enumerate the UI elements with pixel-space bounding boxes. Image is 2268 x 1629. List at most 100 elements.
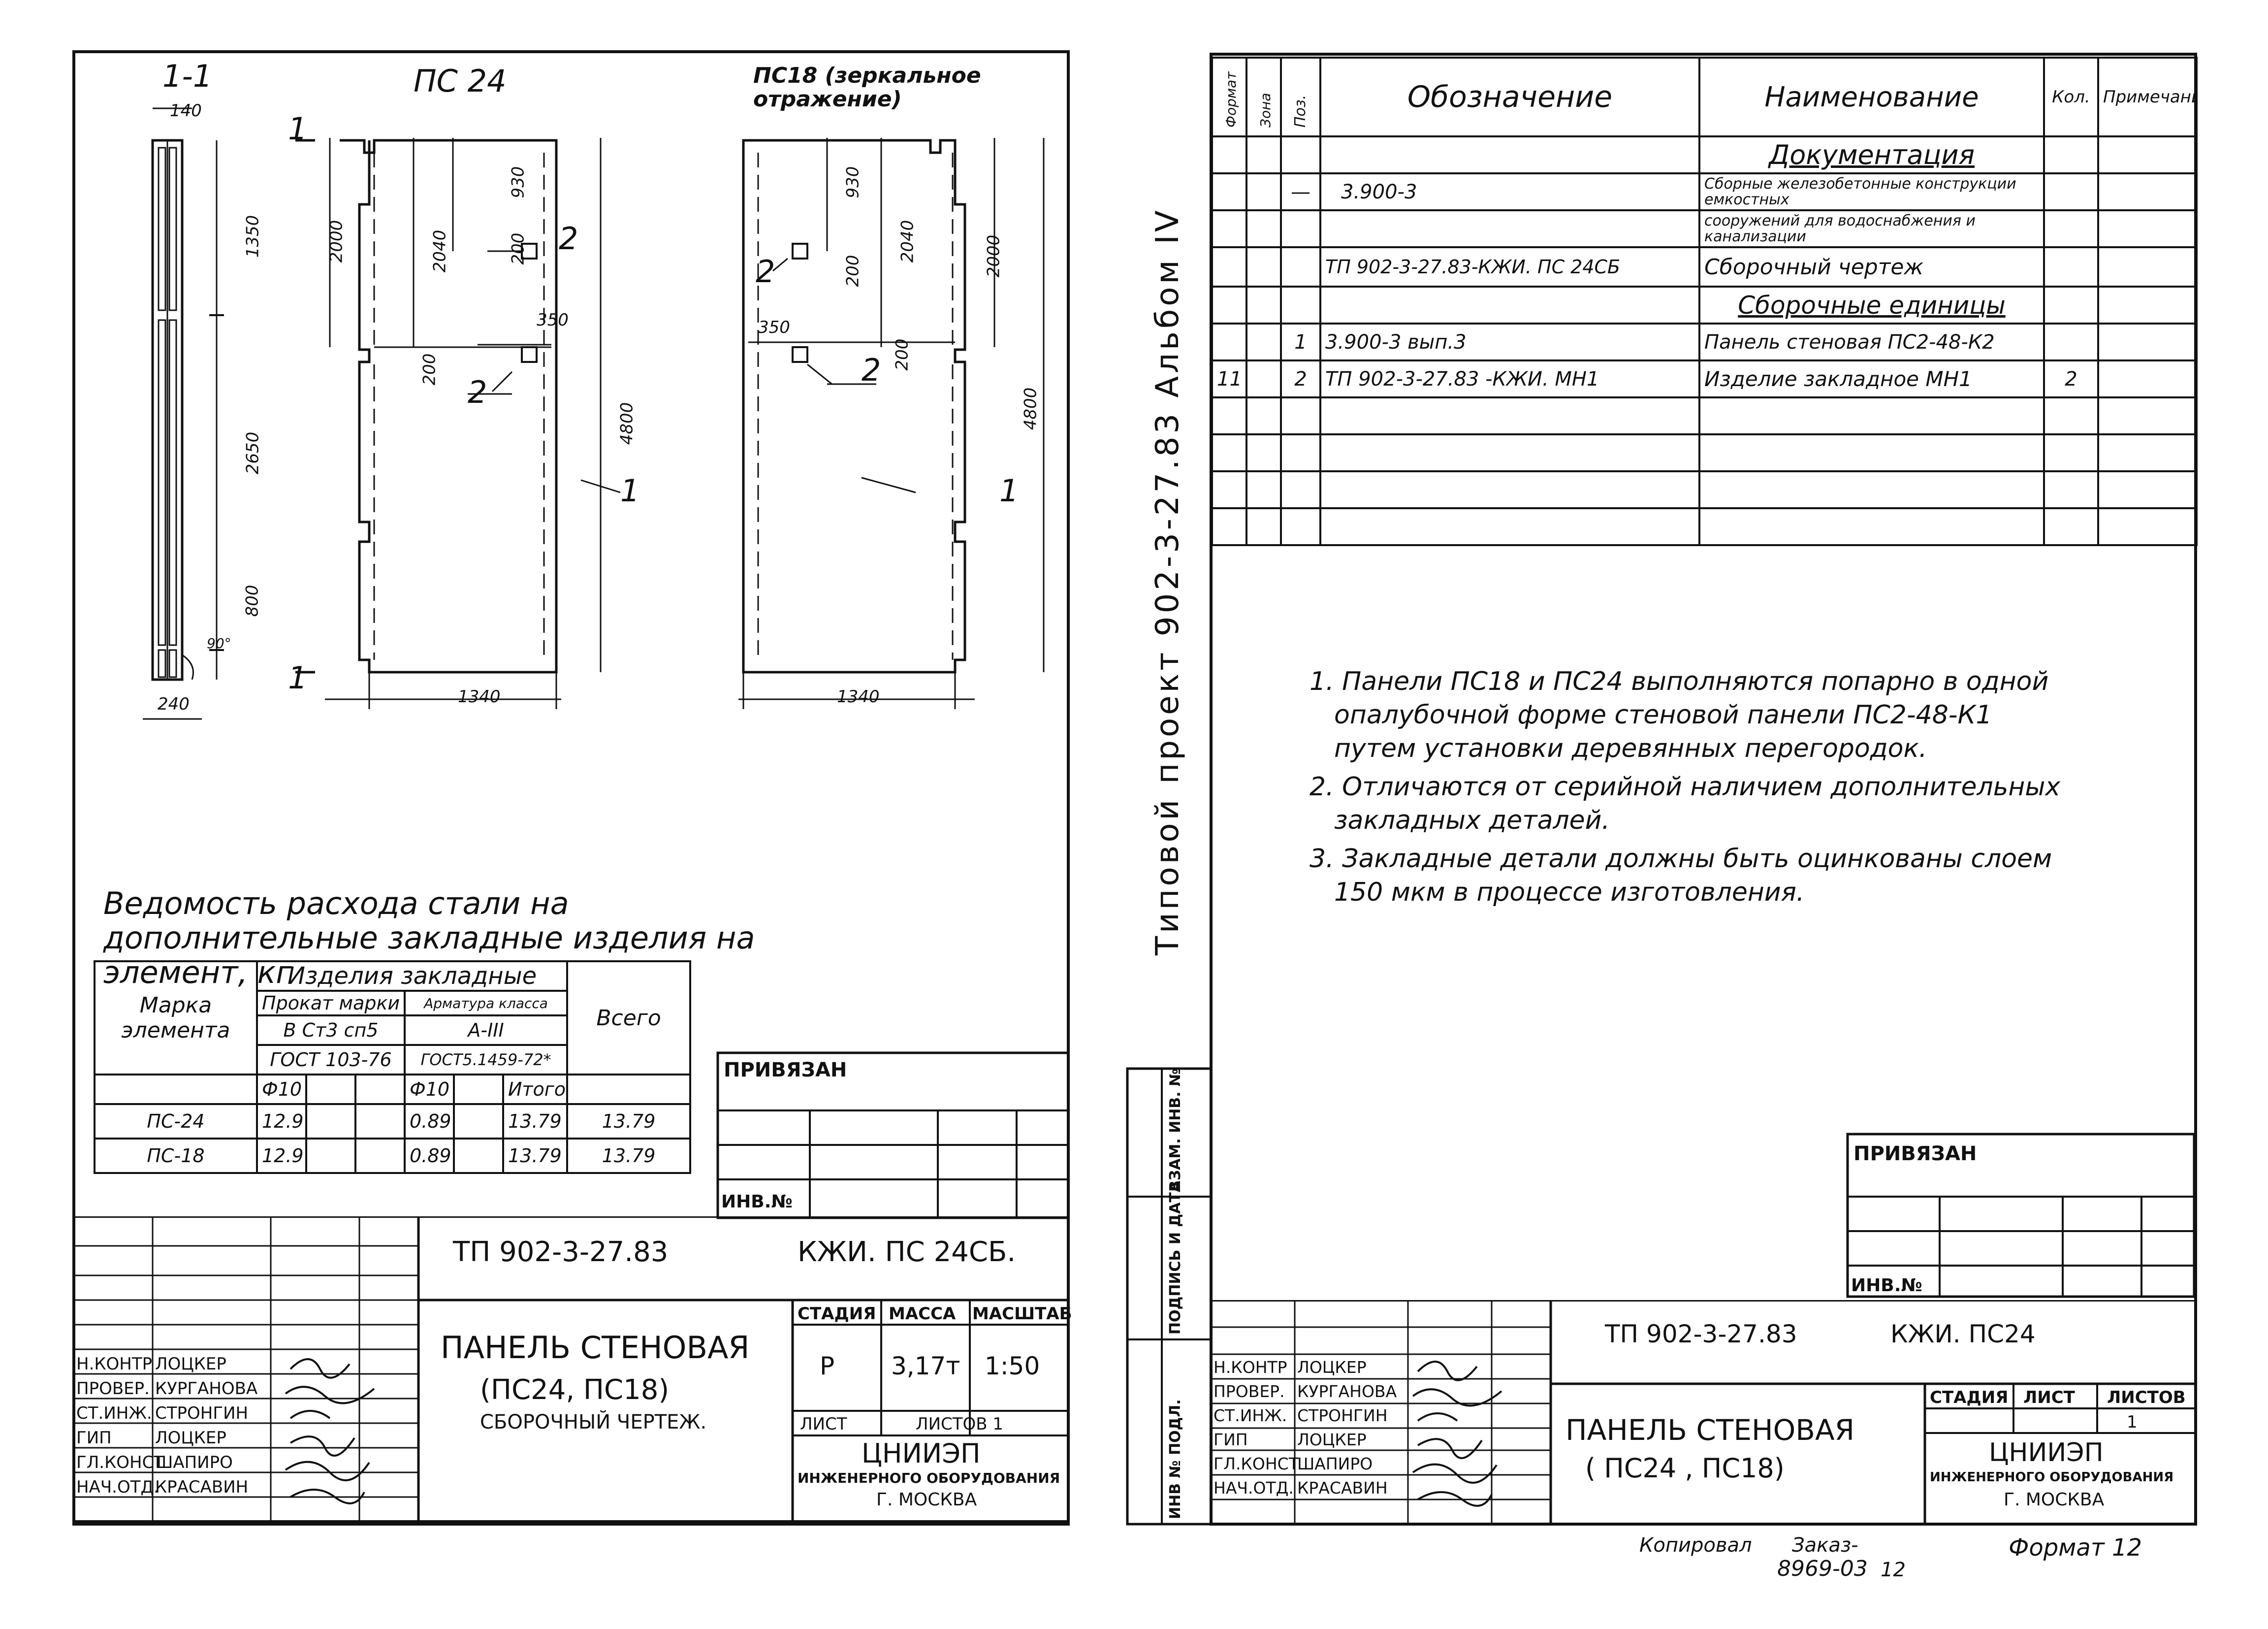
header-rolled: Прокат марки (256, 990, 406, 1016)
staff-role: Н.КОНТР (1214, 1358, 1287, 1377)
panel24-dim: 4800 (617, 402, 637, 445)
project-number: ТП 902-3-27.83 (1605, 1320, 1797, 1348)
panel24-dim: 350 (537, 310, 569, 330)
staff-row: НАЧ.ОТД.КРАСАВИН (1214, 1476, 1397, 1500)
marker: 1 (288, 660, 308, 696)
row-v1: 12.9 (256, 1138, 307, 1174)
table-row: 11 2 ТП 902-3-27.83 -КЖИ. МН1 Изделие за… (1211, 359, 2198, 398)
panel18-label: ПС18 (зеркальное отражение) (753, 63, 981, 112)
stage-label: СТАДИЯ (798, 1304, 876, 1324)
project-number: ТП 902-3-27.83 (453, 1236, 669, 1268)
staff-row: СТ.ИНЖ.СТРОНГИН (76, 1401, 257, 1426)
row-v3: 13.79 (502, 1138, 569, 1174)
header-format: Формат (1211, 57, 1247, 137)
row-v3: 13.79 (502, 1103, 569, 1140)
scale-label: МАСШТАБ (972, 1304, 1072, 1324)
side-stamp: ПОДПИСЬ И ДАТА (1167, 1180, 1184, 1335)
staff-name: КРАСАВИН (155, 1477, 249, 1497)
steel-table: Марка элемента Изделия закладные Всего П… (94, 960, 692, 1174)
table-row (1211, 396, 2198, 435)
left-sheet-frame (72, 50, 1070, 1526)
staff-name: СТРОНГИН (155, 1403, 249, 1423)
grade-rolled: В Ст3 сп5 (256, 1014, 406, 1046)
stage-value: Р (820, 1352, 835, 1380)
footer-format: Формат 12 (2009, 1534, 2142, 1562)
panel24-dim: 200 (508, 232, 528, 265)
sheets-label: ЛИСТОВ 1 (916, 1414, 1004, 1434)
staff-name: КРАСАВИН (1297, 1478, 1388, 1498)
drawing-code: КЖИ. ПС 24СБ. (798, 1236, 1016, 1268)
panel18-drawing (738, 138, 1045, 709)
section-dim: 140 (170, 101, 202, 121)
staff-role: ГИП (76, 1428, 112, 1448)
privyazan-box-right (1846, 1133, 2196, 1298)
scale-value: 1:50 (985, 1352, 1040, 1380)
staff-role: СТ.ИНЖ. (76, 1403, 152, 1423)
staff-name: КУРГАНОВА (155, 1379, 258, 1399)
staff-row: СТ.ИНЖ.СТРОНГИН (1214, 1403, 1397, 1428)
header-total: Всего (566, 960, 692, 1075)
row-total: 13.79 (566, 1138, 692, 1174)
drawing-title-3: СБОРОЧНЫЙ ЧЕРТЕЖ. (480, 1411, 707, 1434)
table-row (1211, 470, 2198, 509)
staff-role: ГЛ.КОНСТ (76, 1453, 164, 1472)
table-row: ПС-18 12.9 0.89 13.79 13.79 (94, 1138, 692, 1174)
org-line-2: ИНЖЕНЕРНОГО ОБОРУДОВАНИЯ (1930, 1470, 2174, 1485)
marker: 1 (620, 473, 640, 509)
panel24-label: ПС 24 (414, 63, 507, 99)
sheet-label: ЛИСТ (800, 1414, 847, 1434)
marker: 1 (288, 111, 308, 147)
row-v2: 0.89 (404, 1138, 455, 1174)
table-row: Документация (1211, 135, 2198, 174)
table-row: Сборочные единицы (1211, 286, 2198, 325)
drawing-title-2: ( ПС24 , ПС18) (1585, 1453, 1785, 1484)
marker: 2 (468, 374, 487, 410)
marker: 1 (999, 473, 1019, 509)
staff-name: ЛОЦКЕР (1297, 1430, 1367, 1449)
panel24-drawing (295, 138, 621, 709)
section-dim: 800 (242, 585, 262, 617)
org-line-3: Г. МОСКВА (876, 1490, 977, 1510)
marker: 2 (862, 352, 881, 388)
table-row (1211, 507, 2198, 546)
spec-table: Формат Зона Поз. Обозначение Наименовани… (1211, 57, 2198, 546)
section-dim: 1350 (243, 215, 263, 258)
header-note: Примечание (2097, 57, 2198, 137)
drawing-code: КЖИ. ПС24 (1890, 1320, 2036, 1348)
row-total: 13.79 (566, 1103, 692, 1140)
staff-row: ПРОВЕР.КУРГАНОВА (76, 1376, 257, 1401)
staff-name: ЛОЦКЕР (1297, 1358, 1367, 1377)
note-item: 2. Отличаются от серийной наличием допол… (1310, 772, 2061, 835)
panel18-dim: 4800 (1021, 387, 1041, 430)
section-dim: 90° (207, 635, 231, 652)
note-item: 3. Закладные детали должны быть оцинкова… (1310, 844, 2052, 907)
header-pos: Поз. (1280, 57, 1321, 137)
title-block-right-grid (1211, 1300, 2197, 1526)
sheets-value: 1 (2127, 1412, 2138, 1432)
table-row: ТП 902-3-27.83-КЖИ. ПС 24СБ Сборочный че… (1211, 246, 2198, 288)
org-line-1: ЦНИИЭП (1989, 1438, 2104, 1467)
grade-rebar: А-III (403, 1014, 569, 1046)
org-line-2: ИНЖЕНЕРНОГО ОБОРУДОВАНИЯ (798, 1470, 1060, 1486)
staff-row: НАЧ.ОТД.КРАСАВИН (76, 1475, 257, 1499)
panel18-dim: 200 (843, 255, 863, 287)
staff-name: ЛОЦКЕР (155, 1354, 226, 1374)
header-rebar: Арматура класса (403, 990, 569, 1016)
staff-row: Н.КОНТР ЛОЦКЕР (1214, 1355, 1397, 1379)
staff-name: ШАПИРО (1297, 1454, 1373, 1473)
section-1-1-drawing (143, 107, 224, 720)
table-row (1211, 433, 2198, 472)
side-stamp: ИНВ № ПОДЛ. (1167, 1399, 1184, 1519)
note-item: 1. Панели ПС18 и ПС24 выполняются попарн… (1310, 667, 2049, 763)
header-group: Изделия закладные (256, 960, 569, 992)
panel24-dim: 1340 (458, 687, 501, 707)
footer-page: 12 (1881, 1559, 1906, 1581)
gost-rolled: ГОСТ 103-76 (256, 1044, 406, 1075)
panel24-dim: 2040 (430, 229, 450, 273)
staff-role: СТ.ИНЖ. (1214, 1406, 1287, 1425)
staff-row: ГЛ.КОНСТШАПИРО (1214, 1452, 1397, 1476)
table-row: сооружений для водоснабжения и канализац… (1211, 209, 2198, 248)
